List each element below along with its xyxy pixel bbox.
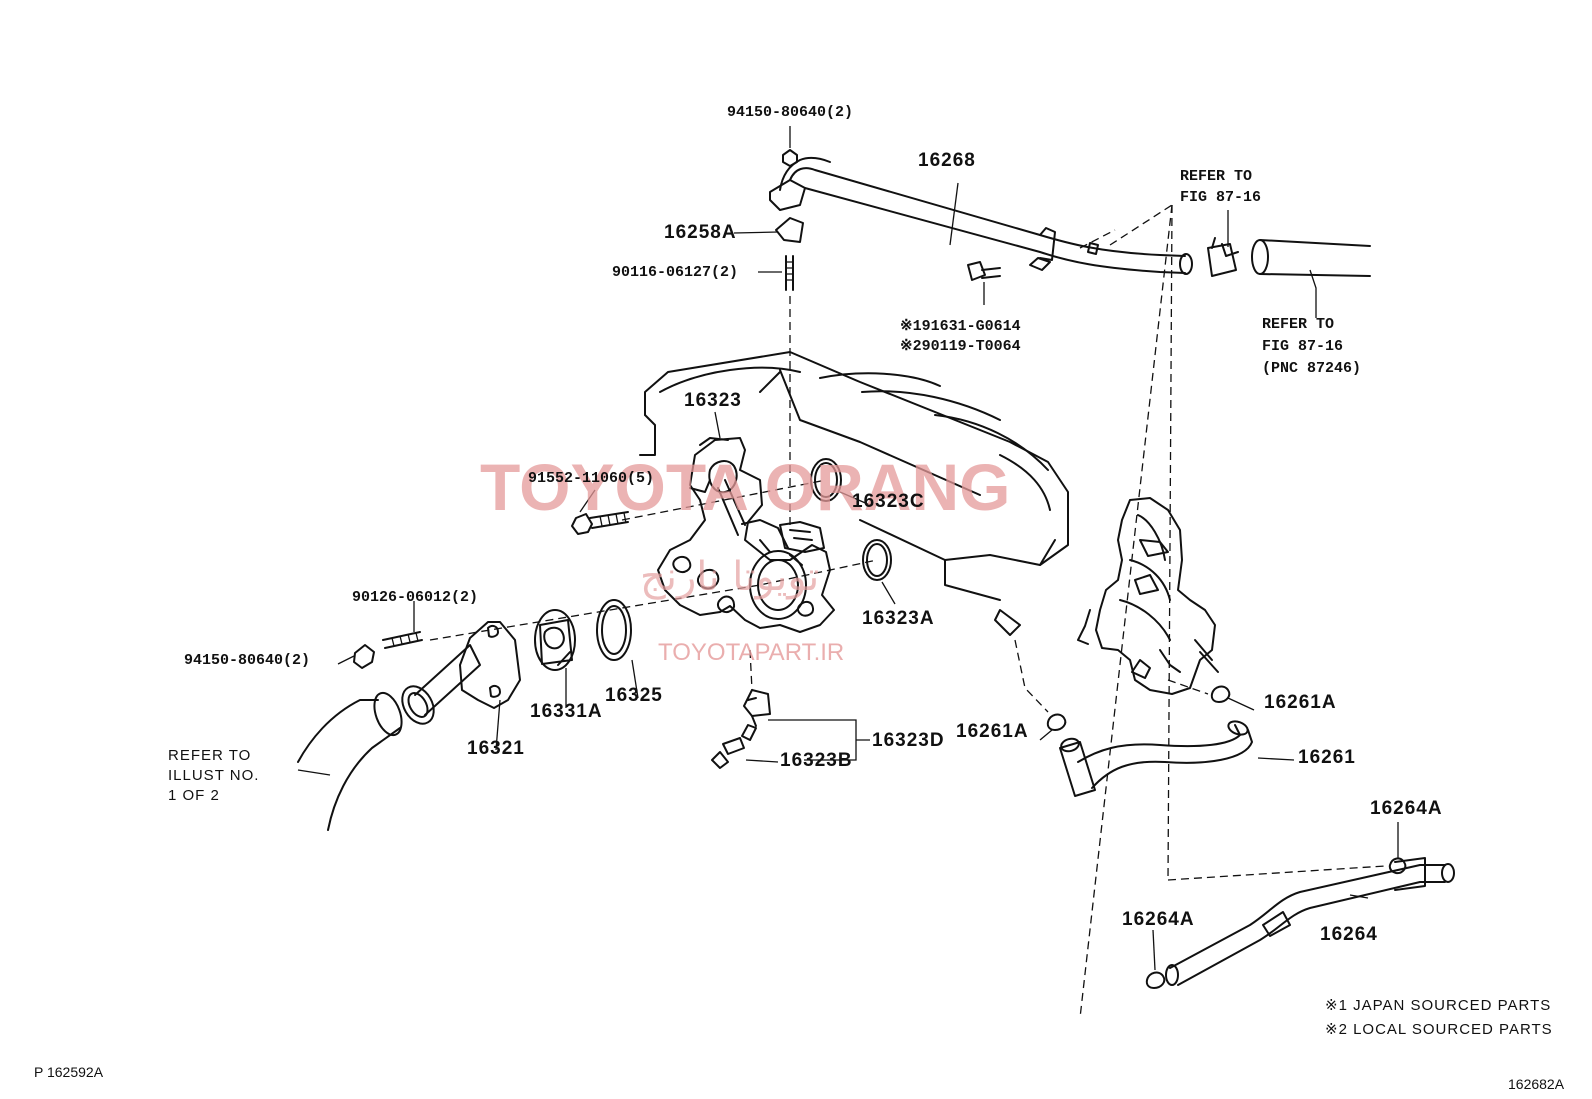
bypass-pipe-16268 — [769, 149, 1193, 291]
label-16323d: 16323D — [872, 730, 945, 751]
label-90116: 90116-06127(2) — [612, 264, 738, 281]
watermark-persian: تویوتا نارنج — [640, 554, 819, 600]
watermark-site: TOYOTAPART.IR — [658, 639, 844, 666]
label-16261a-left: 16261A — [956, 721, 1029, 742]
phantom-lines — [429, 204, 1386, 1019]
water-inlet-16321 — [401, 621, 521, 725]
watermark-brand: TOYOTA ORANG — [480, 450, 1010, 524]
thermostat-16331a — [534, 609, 576, 671]
label-16323b: 16323B — [780, 750, 853, 771]
leader-lines — [297, 126, 1399, 971]
label-16321: 16321 — [467, 738, 525, 759]
label-16323: 16323 — [684, 390, 742, 411]
label-16323a: 16323A — [862, 608, 935, 629]
throttle-body-assembly — [1077, 497, 1219, 695]
label-16331a: 16331A — [530, 701, 603, 722]
label-191631: ※191631-G0614 — [900, 318, 1021, 335]
refer-fig-hose-2: FIG 87-16 — [1262, 338, 1343, 355]
illustration-code-left: P 162592A — [34, 1064, 104, 1080]
refer-fig-upper-2: FIG 87-16 — [1180, 189, 1261, 206]
watermark: TOYOTA ORANG تویوتا نارنج TOYOTAPART.IR — [480, 450, 1010, 666]
label-91552: 91552-11060(5) — [528, 470, 654, 487]
refer-illust-2: ILLUST NO. — [168, 767, 259, 784]
refer-illust-1: REFER TO — [168, 747, 251, 764]
water-inlet-housing-16323 — [657, 437, 835, 633]
label-16264a-top: 16264A — [1370, 798, 1443, 819]
clamp-16264a — [1145, 857, 1407, 989]
label-90126: 90126-06012(2) — [352, 589, 478, 606]
refer-fig-hose-1: REFER TO — [1262, 316, 1334, 333]
pipe-16264 — [1165, 857, 1455, 986]
illustration-code-right: 162682A — [1508, 1076, 1565, 1092]
label-94150-left: 94150-80640(2) — [184, 652, 310, 669]
label-16325: 16325 — [605, 685, 663, 706]
refer-fig-upper-1: REFER TO — [1180, 168, 1252, 185]
label-16261: 16261 — [1298, 747, 1356, 768]
drain-cock-16323d — [711, 689, 771, 769]
refer-fig-hose-3: (PNC 87246) — [1262, 360, 1361, 377]
label-290119: ※290119-T0064 — [900, 338, 1021, 355]
bolt-91552 — [571, 511, 629, 535]
o-ring-16323c — [810, 458, 842, 502]
part-labels: 94150-80640(2) 16268 16258A 90116-06127(… — [34, 104, 1565, 1092]
label-94150-top: 94150-80640(2) — [727, 104, 853, 121]
note-japan-sourced: ※1 JAPAN SOURCED PARTS — [1325, 997, 1551, 1014]
label-16264a-bottom: 16264A — [1122, 909, 1195, 930]
label-16261a-right: 16261A — [1264, 692, 1337, 713]
stud-and-nut — [353, 631, 423, 669]
refer-illust-3: 1 OF 2 — [168, 787, 220, 804]
label-16258a: 16258A — [664, 222, 737, 243]
label-16323c: 16323C — [852, 491, 925, 512]
lower-hose-left — [297, 691, 403, 831]
gasket-16325 — [596, 599, 632, 661]
label-16264: 16264 — [1320, 924, 1378, 945]
hose-16261 — [1059, 720, 1253, 797]
clamp-16261a — [1046, 685, 1231, 731]
gasket-16323a — [862, 539, 892, 581]
note-local-sourced: ※2 LOCAL SOURCED PARTS — [1325, 1021, 1553, 1038]
label-16268: 16268 — [918, 150, 976, 171]
upper-hose-refer-fig — [1207, 237, 1371, 277]
